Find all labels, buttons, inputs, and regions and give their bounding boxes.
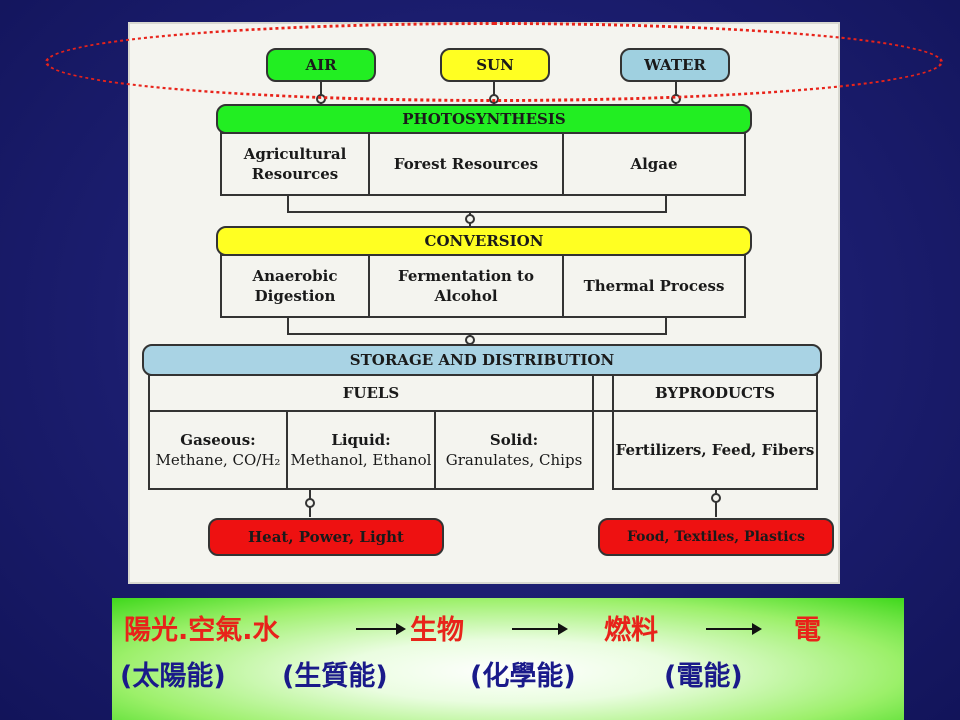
caption-fuel: 燃料 [604, 615, 658, 646]
anaerobic-digestion-cell: Anaerobic Digestion [220, 254, 370, 318]
gaseous-label: Gaseous: [180, 431, 256, 449]
heat-power-light-box: Heat, Power, Light [208, 518, 444, 556]
fuels-header: FUELS [148, 374, 594, 412]
storage-distribution-header: STORAGE AND DISTRIBUTION [142, 344, 822, 376]
food-textiles-plastics-box: Food, Textiles, Plastics [598, 518, 834, 556]
byproducts-header: BYPRODUCTS [612, 374, 818, 412]
caption-panel: 陽光.空氣.水 生物 燃料 電 (太陽能) (生質能) (化學能) (電能) [112, 598, 904, 720]
caption-arrow-2 [512, 623, 568, 635]
liquid-label: Liquid: [331, 431, 391, 449]
gaseous-examples: Methane, CO/H₂ [155, 451, 281, 469]
air-input-box: AIR [266, 48, 376, 82]
conversion-header: CONVERSION [216, 226, 752, 256]
caption-biomass-energy: (生質能) [282, 661, 388, 692]
caption-row-energy-types: (太陽能) (生質能) (化學能) (電能) [112, 654, 904, 694]
caption-electric-energy: (電能) [664, 661, 743, 692]
caption-solar-energy: (太陽能) [120, 661, 226, 692]
diagram-panel: AIR SUN WATER PHOTOSYNTHESIS Agricultura… [128, 22, 840, 584]
solid-fuel-cell: Solid: Granulates, Chips [434, 410, 594, 490]
caption-sunlight-air-water: 陽光.空氣.水 [124, 615, 280, 646]
caption-biomass: 生物 [410, 615, 464, 646]
caption-arrow-3 [706, 623, 762, 635]
caption-arrow-1 [356, 623, 406, 635]
forest-resources-cell: Forest Resources [368, 132, 564, 196]
caption-chemical-energy: (化學能) [470, 661, 576, 692]
water-input-box: WATER [620, 48, 730, 82]
sun-input-box: SUN [440, 48, 550, 82]
liquid-fuel-cell: Liquid: Methanol, Ethanol [286, 410, 436, 490]
fermentation-cell: Fermentation to Alcohol [368, 254, 564, 318]
thermal-process-cell: Thermal Process [562, 254, 746, 318]
caption-electricity: 電 [794, 615, 821, 646]
liquid-examples: Methanol, Ethanol [290, 451, 432, 469]
agricultural-resources-cell: Agricultural Resources [220, 132, 370, 196]
algae-cell: Algae [562, 132, 746, 196]
solid-examples: Granulates, Chips [445, 451, 583, 469]
byproducts-cell: Fertilizers, Feed, Fibers [612, 410, 818, 490]
divider-cell [592, 374, 614, 412]
solid-label: Solid: [489, 431, 539, 449]
gaseous-fuel-cell: Gaseous: Methane, CO/H₂ [148, 410, 288, 490]
caption-row-sources: 陽光.空氣.水 生物 燃料 電 [112, 608, 904, 648]
photosynthesis-header: PHOTOSYNTHESIS [216, 104, 752, 134]
